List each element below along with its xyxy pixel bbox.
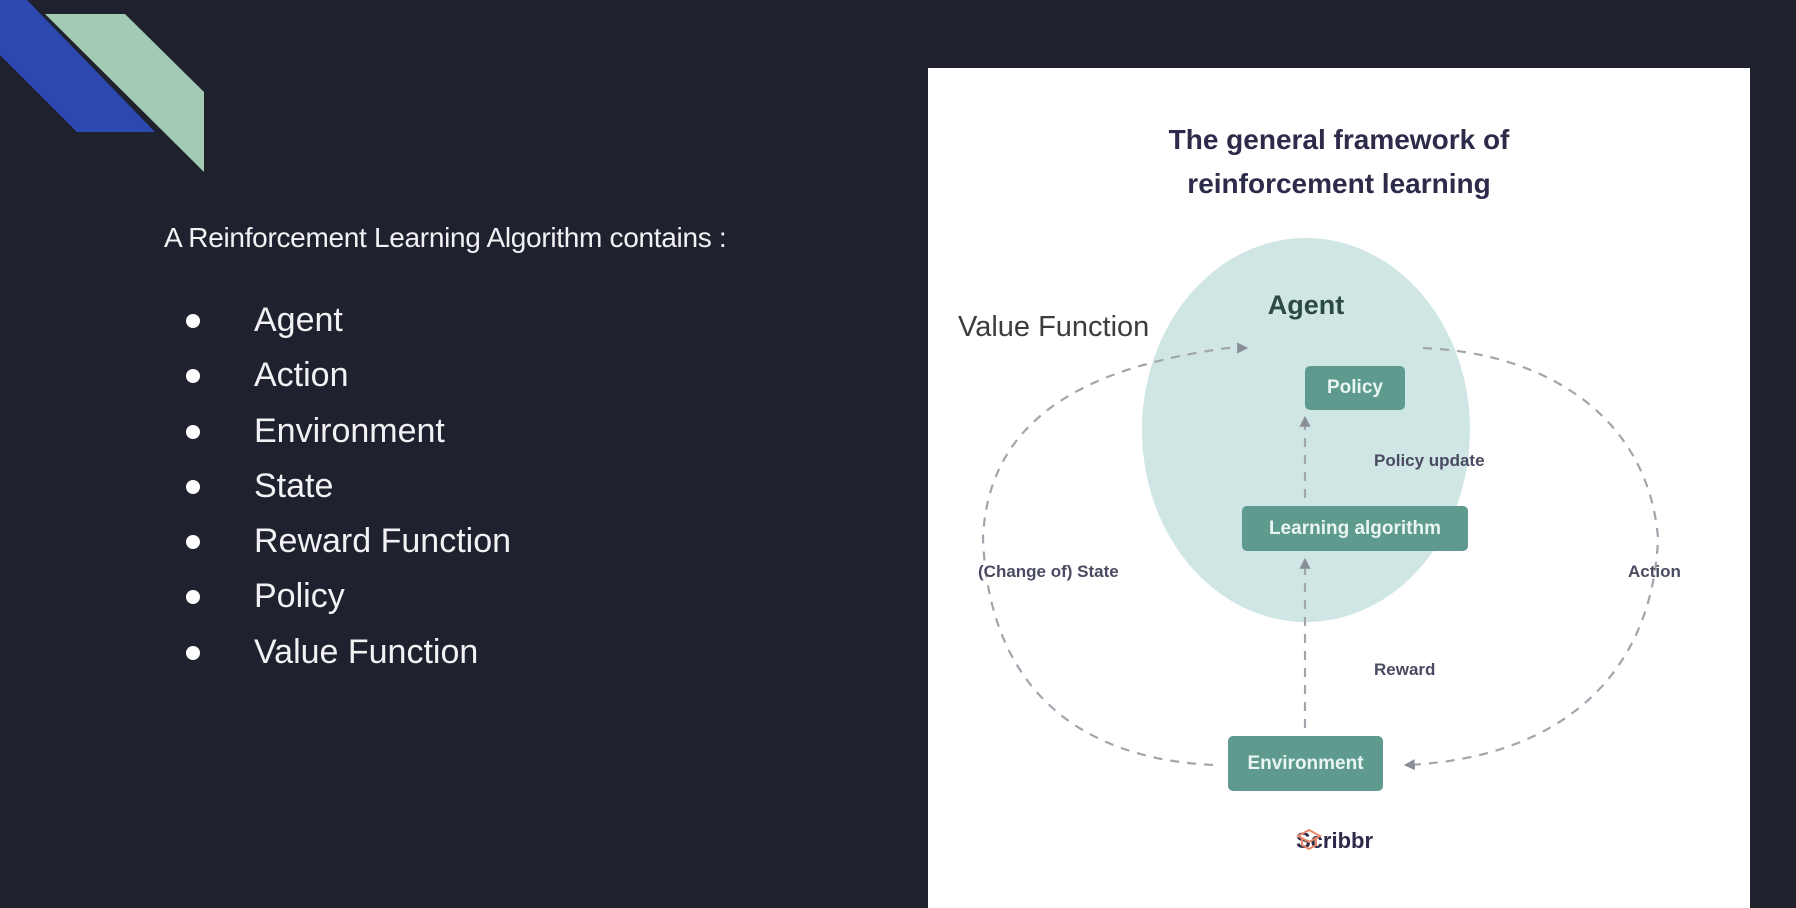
bullet-icon xyxy=(186,535,200,550)
value-function-label: Value Function xyxy=(958,311,1150,343)
environment-box: Environment xyxy=(1228,736,1383,791)
bullet-icon xyxy=(186,645,200,660)
learning-algorithm-box: Learning algorithm xyxy=(1242,506,1468,551)
list-item-label: Reward Function xyxy=(254,522,512,561)
graduation-cap-icon xyxy=(1296,828,1322,851)
diagram-title: The general framework of reinforcement l… xyxy=(928,118,1750,206)
corner-decoration xyxy=(0,0,204,172)
list-item: Action xyxy=(186,353,511,408)
diagram-title-line1: The general framework of xyxy=(1168,124,1510,155)
list-item-label: Agent xyxy=(254,301,343,339)
action-label: Action xyxy=(1628,562,1681,581)
bullet-icon xyxy=(186,314,200,328)
list-item: Agent xyxy=(186,298,511,353)
list-item-label: Policy xyxy=(254,577,345,616)
policy-update-label: Policy update xyxy=(1374,451,1485,470)
list-item: Policy xyxy=(186,574,511,629)
list-item-label: State xyxy=(254,466,334,505)
list-item: Reward Function xyxy=(186,519,511,574)
list-item: Value Function xyxy=(186,630,511,685)
state-arrow xyxy=(981,342,1249,767)
diagram-title-line2: reinforcement learning xyxy=(1187,168,1491,199)
list-item-label: Value Function xyxy=(254,632,479,671)
deco-blue-stripe xyxy=(0,0,155,132)
policy-box: Policy xyxy=(1305,366,1405,410)
reward-label: Reward xyxy=(1374,660,1436,679)
deco-green-stripe xyxy=(45,14,204,172)
component-list: Agent Action Environment State Reward Fu… xyxy=(186,298,511,685)
bullet-icon xyxy=(186,424,200,439)
list-item-label: Action xyxy=(254,356,349,395)
bullet-icon xyxy=(186,479,200,494)
list-item: Environment xyxy=(186,409,511,464)
scribbr-logo: Scribbr xyxy=(1296,828,1373,854)
bullet-icon xyxy=(186,369,200,384)
intro-text: A Reinforcement Learning Algorithm conta… xyxy=(164,222,727,253)
rl-framework-diagram: The general framework of reinforcement l… xyxy=(928,68,1750,908)
action-arrow xyxy=(1403,346,1660,771)
bullet-icon xyxy=(186,590,200,605)
agent-label: Agent xyxy=(1267,290,1345,320)
list-item: State xyxy=(186,464,511,519)
state-label: (Change of) State xyxy=(978,562,1119,581)
list-item-label: Environment xyxy=(254,411,445,450)
